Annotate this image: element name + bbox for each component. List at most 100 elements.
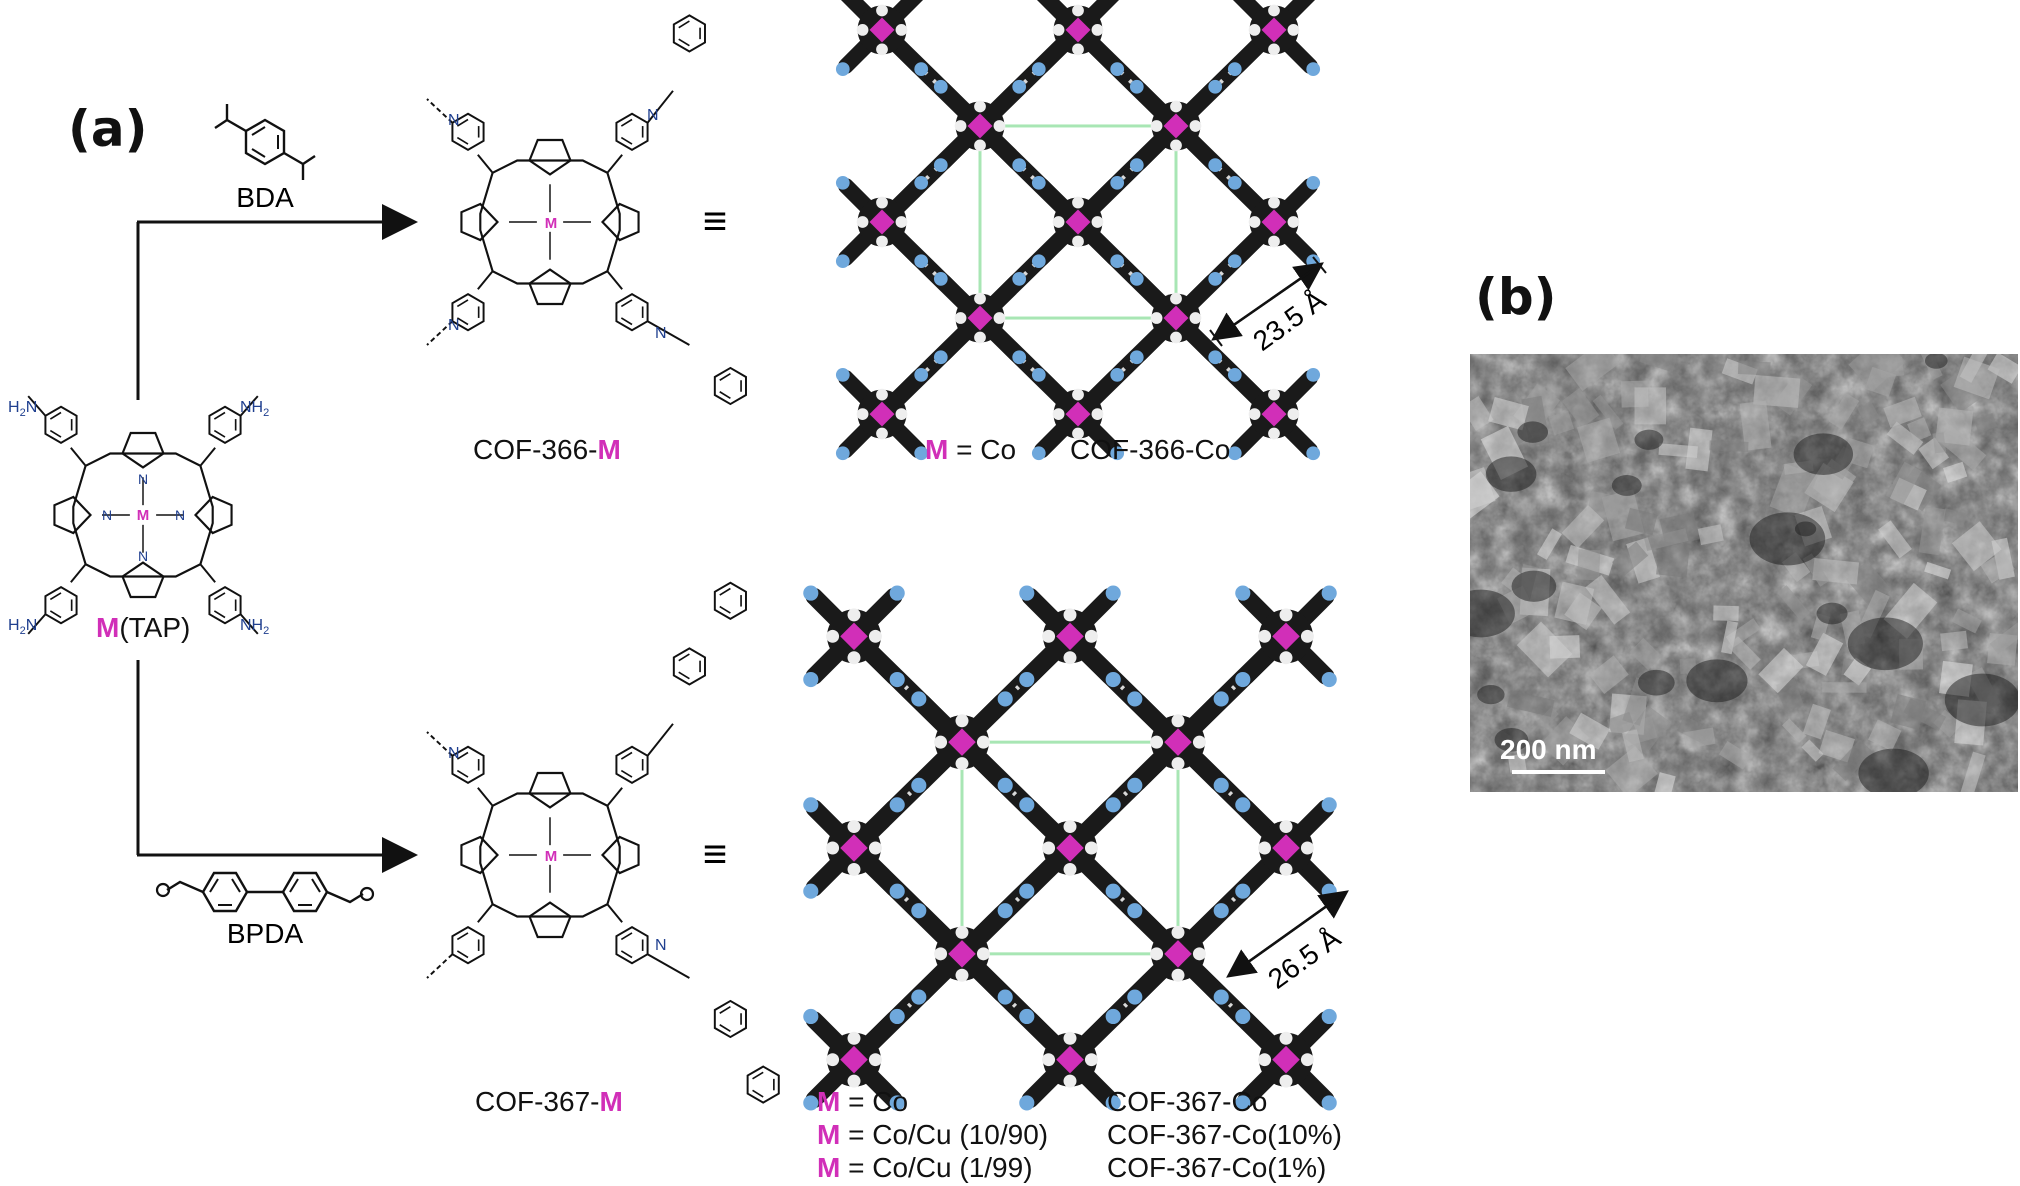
sem-crystal — [1822, 682, 1867, 693]
sem-crystal — [1857, 401, 1880, 426]
node-atom — [1063, 820, 1077, 834]
node-terminal — [1127, 903, 1143, 919]
node-terminal — [803, 883, 819, 899]
node-terminal — [1235, 585, 1251, 601]
node-terminal — [1105, 1008, 1121, 1025]
node-atom — [1268, 427, 1280, 440]
sem-crystal — [1959, 751, 1986, 801]
node-atom — [847, 651, 861, 665]
sem-crystal — [1951, 521, 2002, 572]
node-atom — [1072, 4, 1084, 17]
node-terminal — [1031, 446, 1046, 461]
node-terminal — [1019, 797, 1035, 813]
cof366-structure — [426, 14, 747, 406]
node-atom — [1072, 196, 1084, 209]
node-terminal — [1227, 62, 1242, 76]
node-atom — [1258, 1053, 1272, 1067]
node-terminal — [1019, 671, 1035, 688]
node-terminal — [1208, 271, 1223, 286]
amine-bottom-left: H2N — [8, 617, 37, 637]
node-atom — [1192, 947, 1206, 961]
node-terminal — [933, 158, 948, 173]
node-terminal — [914, 254, 929, 269]
node-atom — [1171, 925, 1185, 939]
node-atom — [868, 1053, 882, 1067]
node-atom — [1170, 139, 1182, 152]
metal-center — [948, 728, 976, 756]
node-terminal — [1235, 797, 1251, 813]
node-terminal — [1321, 1095, 1337, 1111]
node-terminal — [1019, 883, 1035, 899]
node-terminal — [1110, 368, 1125, 382]
node-terminal — [1031, 254, 1046, 269]
porphyrin-node — [1019, 585, 1121, 688]
cof366-metal: M — [545, 215, 558, 232]
metal-center — [840, 834, 868, 862]
node-atom — [868, 629, 882, 643]
porphyrin-node — [1127, 903, 1229, 1005]
sem-crystal — [1940, 630, 1968, 652]
node-atom — [1170, 100, 1182, 113]
sem-crystal — [1953, 356, 2000, 400]
node-terminal — [914, 62, 929, 76]
sem-crystal — [1624, 507, 1658, 536]
sem-crystal — [1739, 400, 1772, 451]
cof366-imine-n-1: N — [448, 112, 460, 129]
node-atom — [1279, 1031, 1293, 1045]
node-atom — [934, 947, 948, 961]
sem-crystal — [1536, 528, 1562, 560]
node-terminal — [1110, 254, 1125, 269]
sem-crystal — [1488, 396, 1529, 431]
sem-crystal — [1758, 647, 1804, 694]
sem-void — [1634, 429, 1664, 450]
node-atom — [876, 388, 888, 401]
node-atom — [1300, 629, 1314, 643]
mtap-n-top: N — [138, 471, 148, 487]
node-terminal — [997, 691, 1013, 707]
node-atom — [1170, 292, 1182, 305]
node-terminal — [1321, 883, 1337, 899]
sem-crystal — [1629, 637, 1663, 671]
reaction-arrows — [136, 204, 418, 873]
sem-micrograph: 200 nm — [1446, 334, 2020, 801]
node-atom — [826, 841, 840, 855]
cof367-metal: M — [545, 848, 558, 865]
equiv-symbol-bottom: ≡ — [703, 830, 728, 877]
node-terminal — [889, 797, 905, 813]
cof366-imine-n-2: N — [647, 107, 659, 124]
node-atom — [1189, 312, 1202, 324]
node-atom — [1150, 947, 1164, 961]
node-atom — [1171, 714, 1185, 728]
node-atom — [1084, 629, 1098, 643]
metal-center — [1261, 17, 1287, 43]
node-terminal — [914, 175, 929, 190]
node-atom — [826, 629, 840, 643]
node-terminal — [1213, 777, 1229, 793]
sem-crystal — [1719, 741, 1752, 770]
node-atom — [1150, 312, 1163, 324]
node-atom — [876, 4, 888, 17]
sem-crystal — [1697, 524, 1724, 546]
node-terminal — [803, 1095, 819, 1111]
sem-crystal — [1685, 427, 1713, 472]
node-atom — [1091, 408, 1104, 420]
reaction-scheme: BDA BPDA M N N N N H2N NH2 H2N NH2 — [8, 0, 1349, 1111]
node-atom — [1052, 408, 1065, 420]
porphyrin-node — [803, 1008, 905, 1111]
node-terminal — [1213, 691, 1229, 707]
porphyrin-node — [1031, 175, 1125, 269]
metal-center — [1272, 834, 1300, 862]
node-atom — [955, 757, 969, 771]
node-terminal — [914, 368, 929, 382]
node-terminal — [1019, 585, 1035, 601]
sem-void — [1858, 748, 1929, 798]
node-terminal — [1306, 62, 1321, 76]
bda-structure — [214, 104, 316, 180]
distance-marker-bottom — [1226, 890, 1349, 978]
node-terminal — [911, 691, 927, 707]
panel-a-label: (a) — [68, 100, 148, 158]
node-atom — [1258, 841, 1272, 855]
mtap-structure — [27, 395, 259, 635]
mtap-metal: M — [137, 507, 150, 524]
sem-crystal — [1727, 636, 1761, 670]
